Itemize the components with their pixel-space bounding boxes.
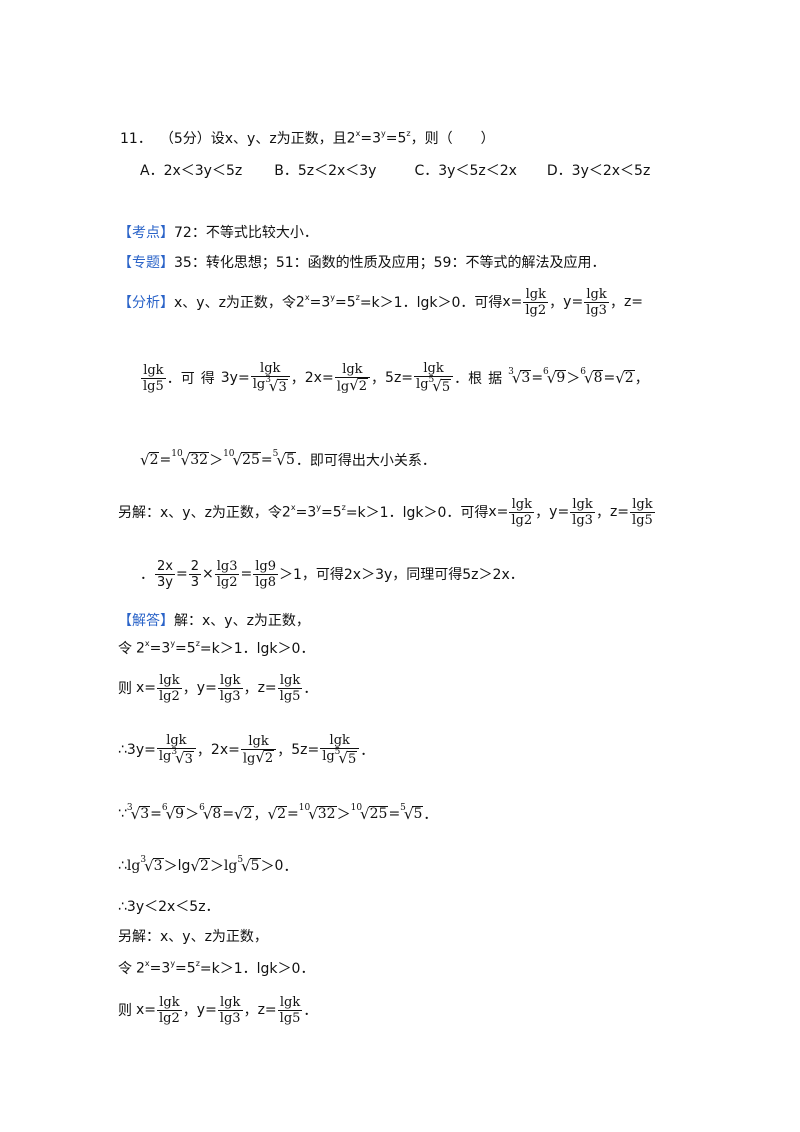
question-number: 11． — [120, 131, 152, 147]
jieda-line-5: ∵ 3√3 = 6√9 ＞ 6√8 = √2 ， √2 = 10√32 ＞ 10… — [118, 803, 438, 823]
zhuanti-tag: 【专题】 — [118, 255, 174, 271]
options-row: A．2x＜3y＜5z B．5z＜2x＜3y C．3y＜5z＜2x D．3y＜2x… — [140, 150, 650, 190]
equation: 2x=3y=5z — [136, 958, 200, 977]
option-a[interactable]: A．2x＜3y＜5z — [140, 163, 243, 179]
zhuanti-line: 【专题】 35：转化思想；51：函数的性质及应用；59：不等式的解法及应用． — [118, 242, 605, 282]
equation: 2x=3y=5z — [136, 638, 200, 657]
kaodian-line: 【考点】 72：不等式比较大小． — [118, 212, 318, 252]
jieda-line-1: 【解答】 解：x、y、z为正数， — [118, 600, 310, 640]
equation: 2x=3y=5z — [281, 502, 346, 521]
equation: 2x=3y=5z — [346, 128, 411, 147]
jieda-line-8: 另解：x、y、z为正数， — [118, 929, 268, 945]
jieda-line-6: ∴ lg 3√3 ＞ lg √2 ＞ lg 5√5 ＞ 0 ． — [118, 855, 298, 875]
question-stem-end: ，则（ ） — [410, 131, 495, 147]
question-line: 11． （5分） 设x、y、z为正数，且 2x=3y=5z ，则（ ） — [120, 118, 495, 158]
option-d[interactable]: D．3y＜2x＜5z — [546, 163, 651, 179]
option-b[interactable]: B．5z＜2x＜3y — [274, 163, 377, 179]
question-score: （5分） — [159, 131, 211, 147]
jieda-line-2: 令 2x=3y=5z =k＞1．lgk＞0． — [118, 638, 315, 657]
kaodian-text: 72：不等式比较大小． — [174, 225, 318, 241]
jieda-line-9: 令 2x=3y=5z =k＞1．lgk＞0． — [118, 958, 315, 977]
question-stem: 设x、y、z为正数，且 — [210, 131, 347, 147]
jieda-line-7: ∴3y＜2x＜5z． — [118, 899, 220, 915]
zhuanti-text: 35：转化思想；51：函数的性质及应用；59：不等式的解法及应用． — [174, 255, 606, 271]
kaodian-tag: 【考点】 — [118, 225, 174, 241]
option-c[interactable]: C．3y＜5z＜2x — [414, 163, 517, 179]
jieda-tag: 【解答】 — [118, 613, 174, 629]
lingjie-line-1: 另解：x、y、z为正数，令 2x=3y=5z =k＞1．lgk＞0．可得 x= … — [118, 496, 655, 528]
fenxi-tag: 【分析】 — [118, 295, 174, 311]
fenxi-line-1: 【分析】 x、y、z为正数，令 2x=3y=5z =k＞1．lgk＞0．可得 x… — [118, 286, 644, 318]
fenxi-line-3: √2 = 10√32 ＞ 10√25 = 5√5 ． 即可得出大小关系． — [140, 449, 436, 469]
equation: 2x=3y=5z — [295, 292, 360, 311]
